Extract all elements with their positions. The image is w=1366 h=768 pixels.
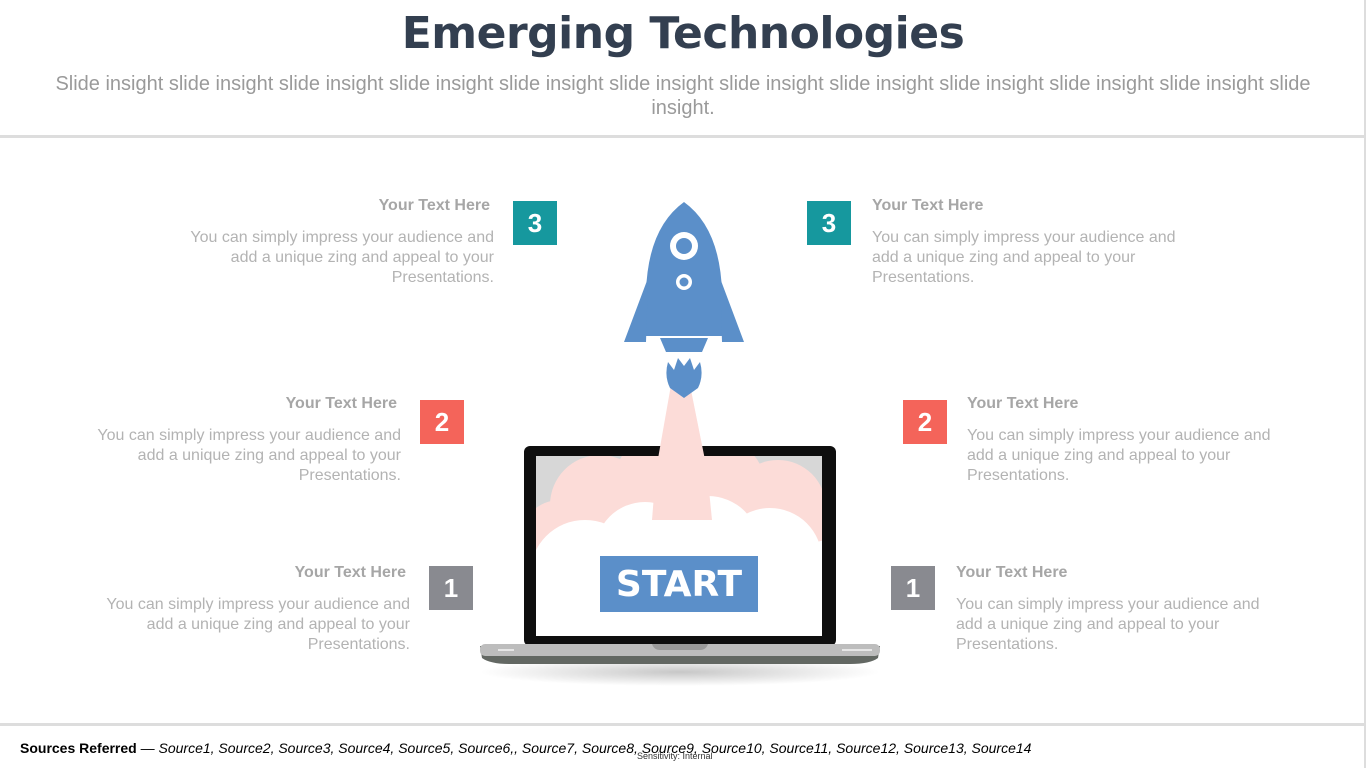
sources-separator: — — [136, 740, 159, 756]
laptop-notch — [652, 644, 708, 650]
sources-referred: Sources Referred — Source1, Source2, Sou… — [20, 740, 1031, 756]
footer-divider — [0, 723, 1366, 726]
item-heading: Your Text Here — [378, 197, 490, 214]
item-body: You can simply impress your audience and… — [956, 596, 1260, 653]
item-body: You can simply impress your audience and… — [106, 596, 410, 653]
number-badge: 2 — [420, 400, 464, 444]
rocket-launch-illustration — [480, 202, 880, 686]
sources-list: Source1, Source2, Source3, Source4, Sour… — [158, 740, 1032, 756]
start-button[interactable]: START — [600, 556, 758, 612]
number-badge: 2 — [903, 400, 947, 444]
slide-edge — [1364, 0, 1366, 768]
rocket-exhaust — [652, 385, 712, 520]
sensitivity-label: Sensitivity: Internal — [637, 751, 713, 761]
item-heading: Your Text Here — [294, 564, 406, 581]
item-heading: Your Text Here — [956, 564, 1068, 581]
rocket-icon — [624, 202, 744, 398]
item-body: You can simply impress your audience and… — [872, 229, 1176, 286]
item-heading: Your Text Here — [872, 197, 984, 214]
item-body: You can simply impress your audience and… — [967, 427, 1271, 484]
laptop-shadow — [480, 658, 880, 686]
header-divider — [0, 135, 1366, 138]
item-heading: Your Text Here — [285, 395, 397, 412]
number-badge: 1 — [429, 566, 473, 610]
slide-subtitle: Slide insight slide insight slide insigh… — [55, 73, 1311, 119]
slide-title: Emerging Technologies — [401, 8, 965, 59]
sources-lead: Sources Referred — [20, 740, 137, 756]
item-body: You can simply impress your audience and… — [190, 229, 494, 286]
number-badge: 3 — [807, 201, 851, 245]
number-badge: 1 — [891, 566, 935, 610]
number-badge: 3 — [513, 201, 557, 245]
item-heading: Your Text Here — [967, 395, 1079, 412]
item-body: You can simply impress your audience and… — [97, 427, 401, 484]
